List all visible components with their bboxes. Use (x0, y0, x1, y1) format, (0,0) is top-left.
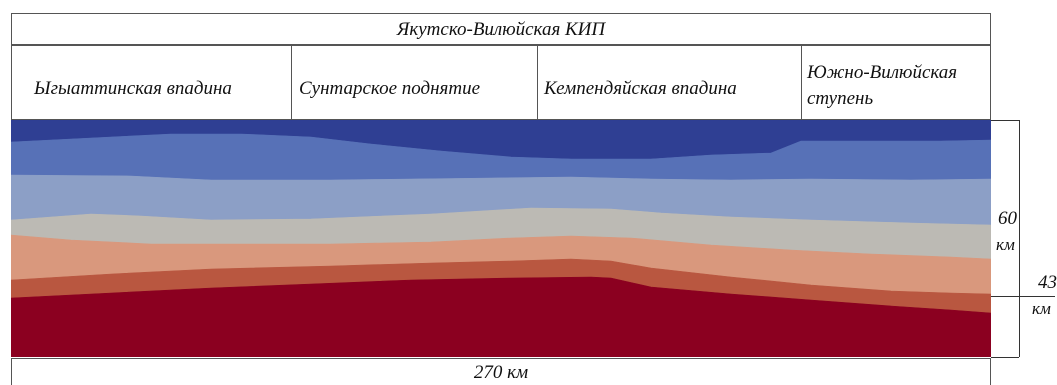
region-label-yuzhno-vilyuiskaya-line1: Южно-Вилюйская (807, 62, 958, 83)
region-divider (801, 46, 802, 119)
region-label-yuzhno-vilyuiskaya-line2: ступень (807, 88, 874, 109)
regions-header: Ыгыаттинская впадина Сунтарское поднятие… (11, 45, 991, 120)
region-divider (291, 46, 292, 119)
depth-bracket-bottom (991, 357, 1019, 358)
length-scale-box: 270 км (11, 358, 991, 385)
length-label: 270 км (473, 362, 529, 383)
depth-bracket-line (1019, 120, 1020, 357)
depth-value-label: 60 (998, 208, 1017, 229)
diagram-title: Якутско-Вилюйская КИП (396, 19, 606, 40)
region-divider (537, 46, 538, 119)
moho-unit-label: км (1032, 299, 1051, 318)
region-label-suntarskoe: Сунтарское поднятие (299, 78, 481, 99)
crust-section (11, 120, 991, 357)
moho-tick (991, 296, 1055, 297)
crust-layer-7 (11, 276, 991, 357)
title-box: Якутско-Вилюйская КИП (11, 13, 991, 45)
depth-bracket-top (991, 120, 1019, 121)
region-label-kempendyaiskaya: Кемпендяйская впадина (544, 78, 737, 99)
moho-value-label: 43 (1038, 272, 1057, 293)
depth-unit-label: км (996, 235, 1015, 254)
region-label-ygyattinskaya: Ыгыаттинская впадина (34, 78, 232, 99)
